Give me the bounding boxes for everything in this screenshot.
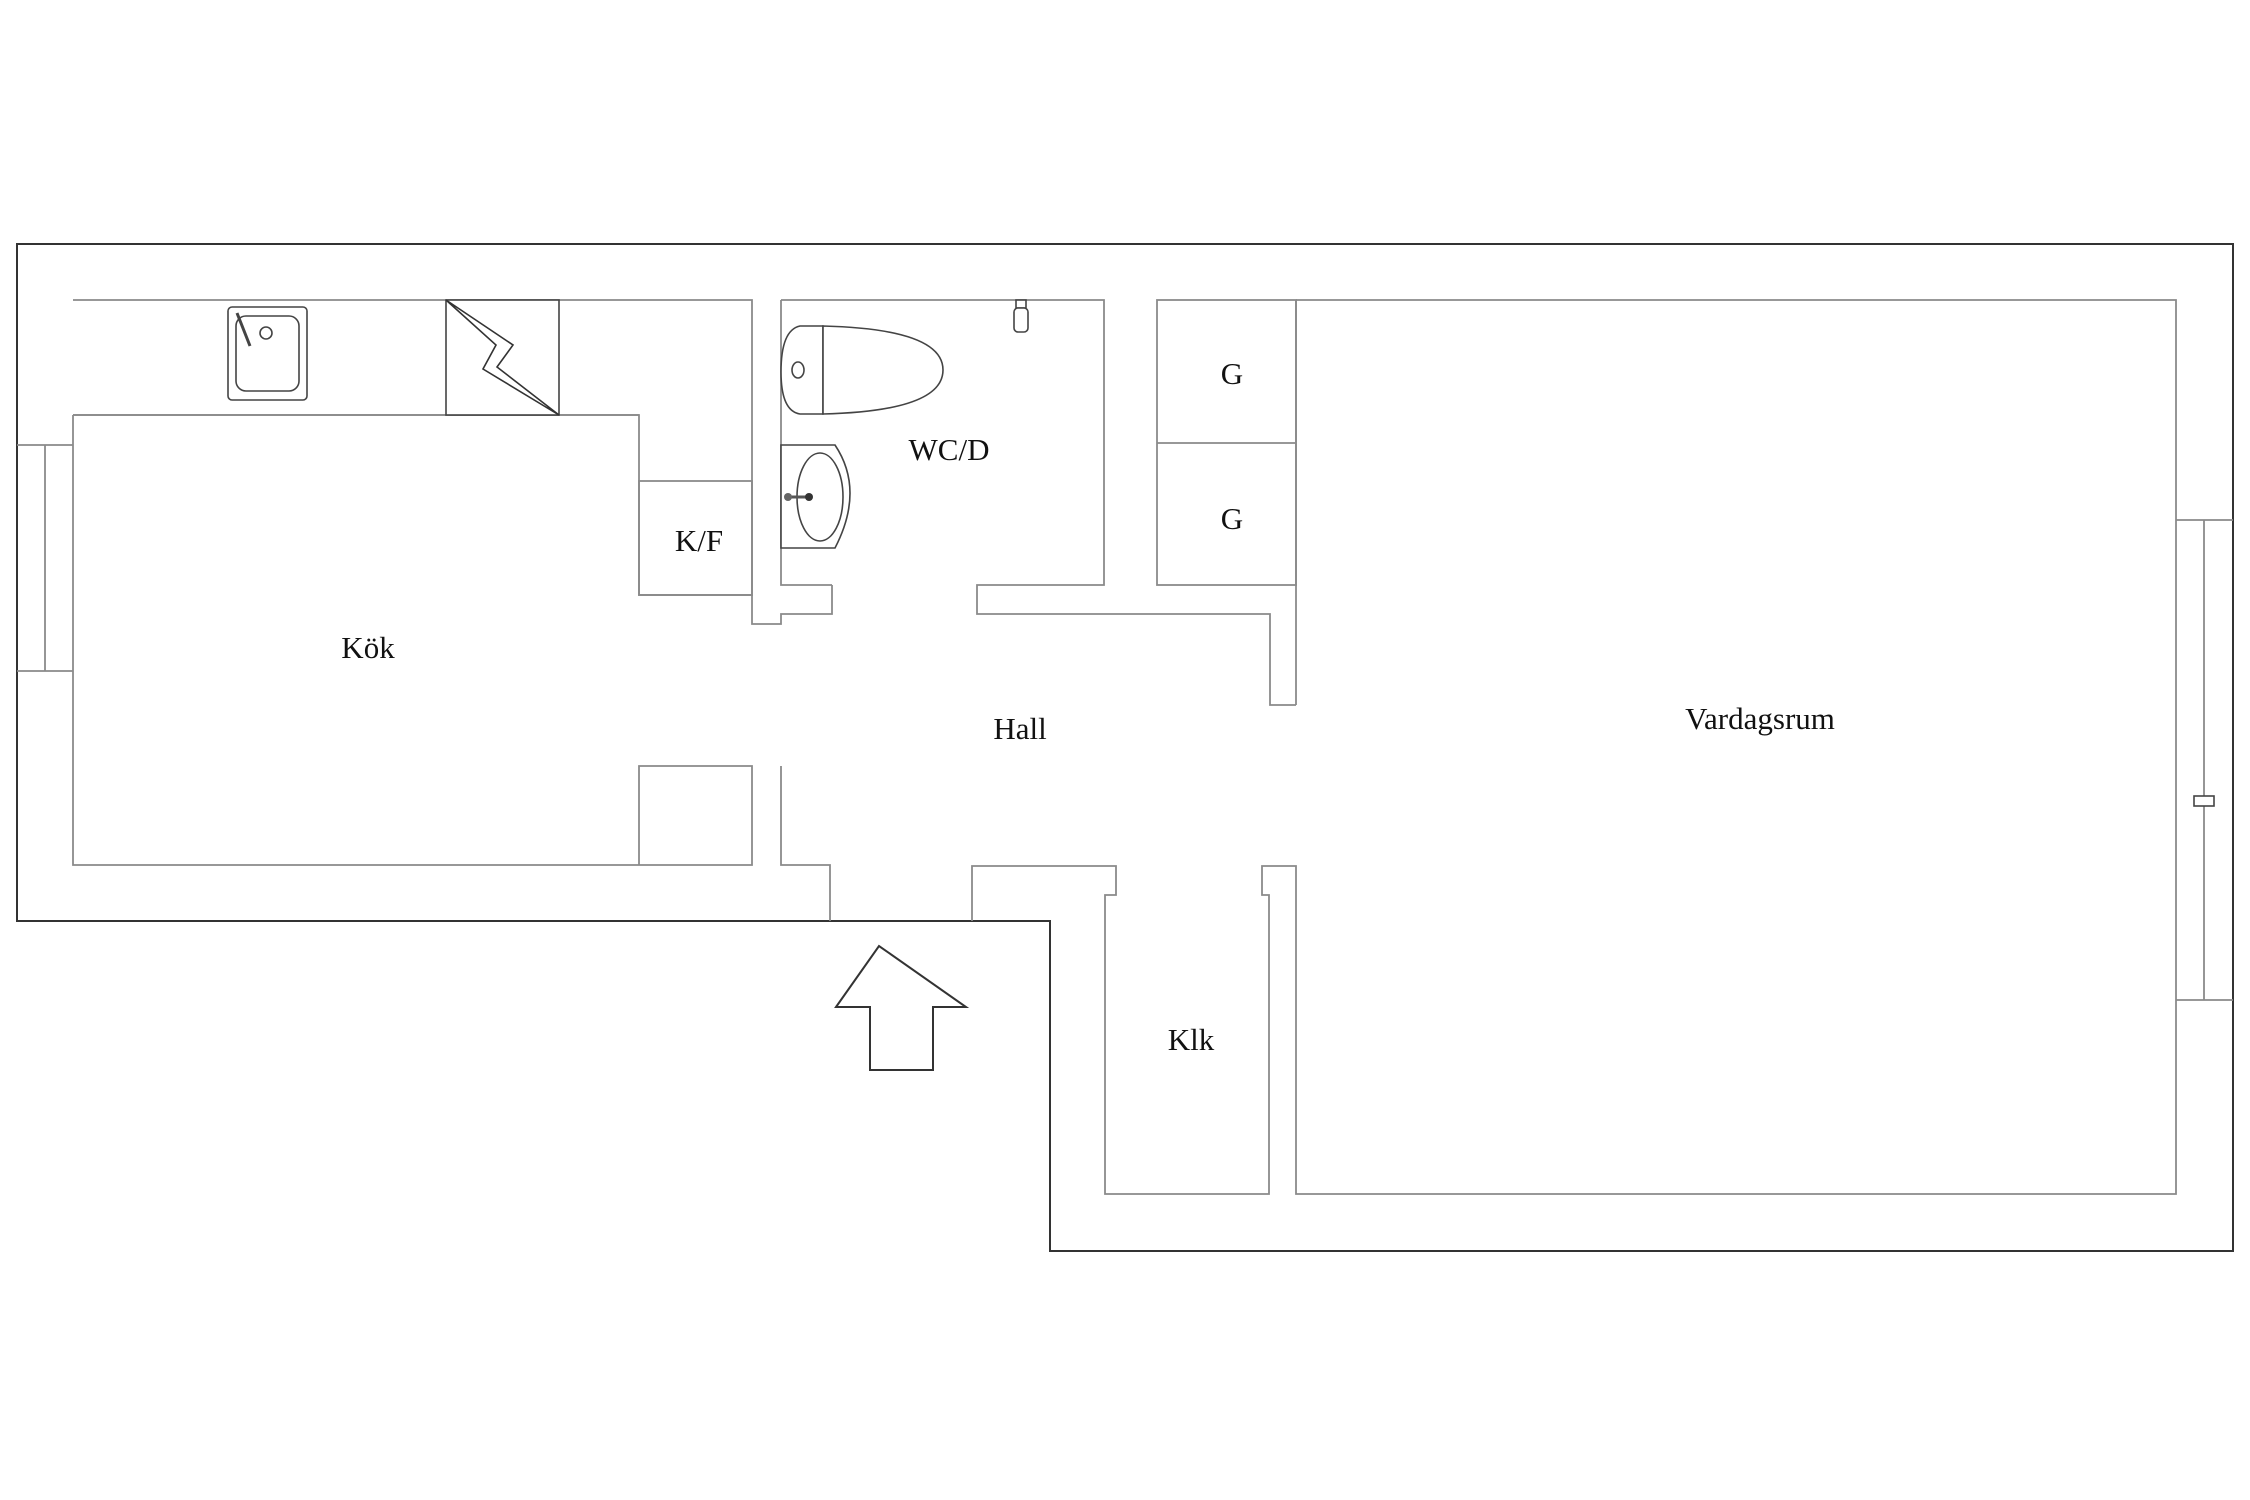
room-label-kok: Kök <box>341 630 395 665</box>
room-label-klk: Klk <box>1167 1022 1215 1057</box>
kitchen-sink-icon <box>227 306 308 401</box>
outer-wall <box>16 243 2234 1252</box>
kitchen-walls <box>72 299 753 866</box>
room-label-hall: Hall <box>993 711 1047 746</box>
living-room-walls <box>971 299 2177 1195</box>
shower-icon <box>1013 299 1029 333</box>
stove-icon <box>445 299 560 416</box>
kitchen-window <box>17 444 73 672</box>
room-label-g1: G <box>1220 356 1244 391</box>
fridge-freezer-box <box>638 480 753 596</box>
toilet-icon <box>780 325 944 415</box>
room-label-vardagsrum: Vardagsrum <box>1685 701 1835 736</box>
living-room-window <box>2176 519 2233 1001</box>
wc-walls <box>751 299 1296 706</box>
washbasin-icon <box>780 444 851 549</box>
closets <box>1156 299 1297 586</box>
room-label-wcd: WC/D <box>908 432 990 467</box>
room-label-g2: G <box>1220 501 1244 536</box>
room-label-kf: K/F <box>674 523 724 558</box>
hall-walls <box>780 766 831 921</box>
entrance-arrow-icon <box>834 944 970 1071</box>
